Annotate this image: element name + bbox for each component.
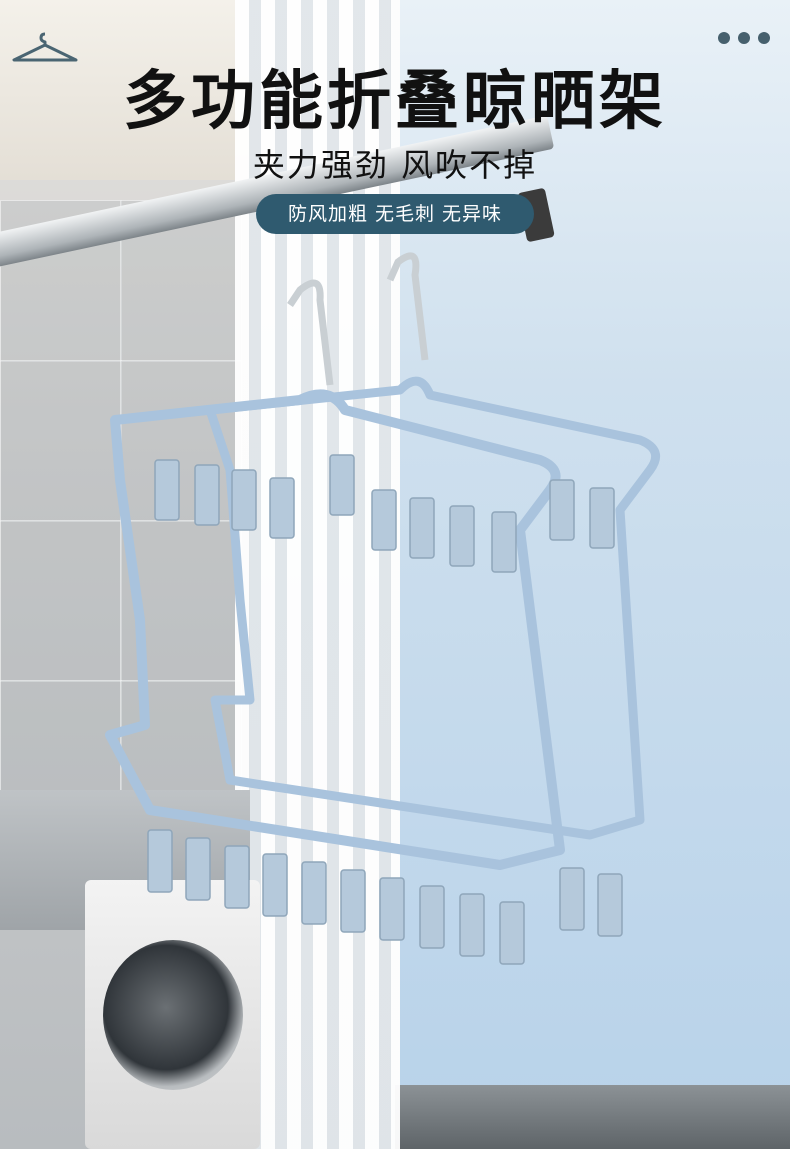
- clip: [231, 469, 257, 531]
- clip: [147, 829, 173, 893]
- clip: [559, 867, 585, 931]
- dot: [738, 32, 750, 44]
- hanger-frame-back: [205, 376, 661, 840]
- clip-row-top: [154, 454, 615, 573]
- clip: [194, 464, 220, 526]
- clip-row-bottom: [147, 829, 623, 965]
- wall-tile: [0, 360, 122, 522]
- wall-cabinet: [0, 0, 250, 180]
- clip: [589, 487, 615, 549]
- clip: [185, 837, 211, 901]
- more-dots-icon: [718, 32, 770, 44]
- clip: [340, 869, 366, 933]
- window-sill: [395, 1085, 790, 1149]
- page-subtitle: 夹力强劲 风吹不掉: [252, 146, 538, 184]
- clip: [449, 505, 475, 567]
- hanger-icon: [12, 32, 78, 62]
- clip: [597, 873, 623, 937]
- clip: [301, 861, 327, 925]
- clip: [371, 489, 397, 551]
- wall-tile: [0, 520, 122, 682]
- clip: [224, 845, 250, 909]
- hook-left: [287, 279, 334, 386]
- clip: [379, 877, 405, 941]
- clip: [262, 853, 288, 917]
- hanger-frame-front: [105, 389, 565, 870]
- page-title: 多功能折叠晾晒架: [123, 65, 667, 139]
- clip: [419, 885, 445, 949]
- clip: [409, 497, 435, 559]
- clip: [491, 511, 517, 573]
- dot: [758, 32, 770, 44]
- clip: [154, 459, 180, 521]
- clip: [329, 454, 355, 516]
- feature-badge: 防风加粗 无毛刺 无异味: [256, 194, 534, 234]
- clip: [269, 477, 295, 539]
- hook-right: [386, 252, 429, 361]
- clip: [499, 901, 525, 965]
- clip: [459, 893, 485, 957]
- dot: [718, 32, 730, 44]
- washer-door: [103, 940, 243, 1090]
- clip: [549, 479, 575, 541]
